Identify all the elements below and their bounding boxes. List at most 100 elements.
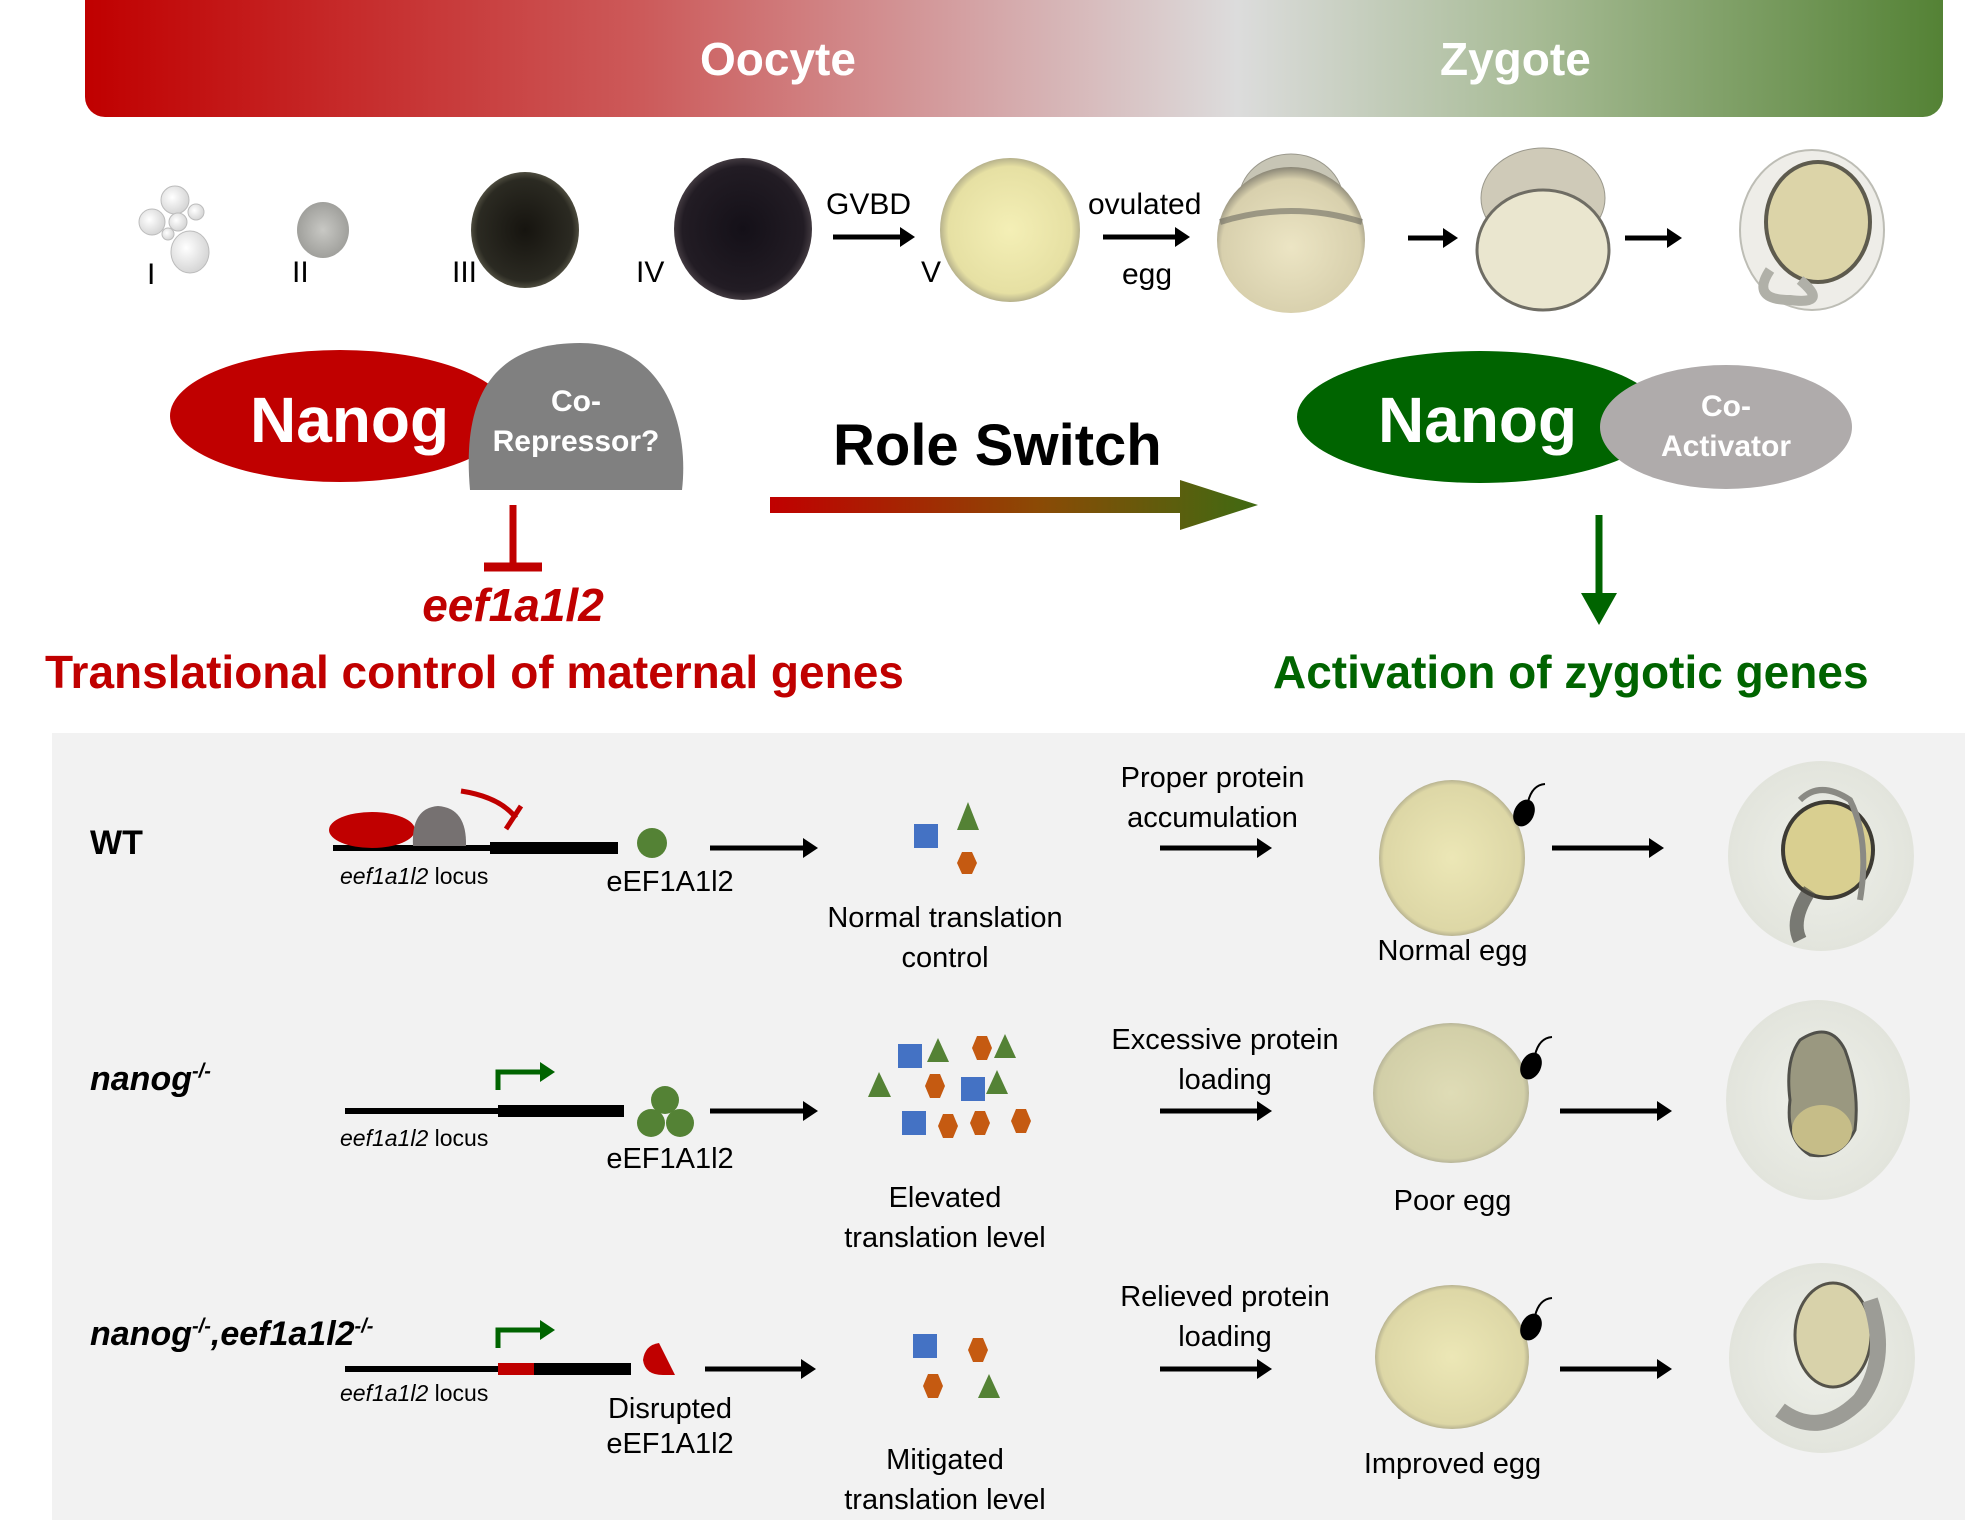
double-mutant-locus-label: eef1a1l2 locus: [340, 1380, 488, 1407]
nanog-mutant-protein-label: Excessive protein loading: [1080, 1020, 1370, 1100]
genotype-label-wt-text: WT: [90, 824, 143, 862]
double-mutant-product-line2: eEF1A1l2: [606, 1428, 734, 1460]
oocyte-zygote-banner: [85, 0, 1943, 117]
double-mutant-product-label: Disrupted eEF1A1l2: [580, 1392, 760, 1462]
wt-egg-label: Normal egg: [1377, 935, 1528, 967]
coactivator-label-line1: Co-: [1701, 390, 1751, 423]
nanog-mutant-locus-label: eef1a1l2 locus: [340, 1125, 488, 1152]
stage-label-iv: IV: [636, 256, 665, 289]
nanog-mutant-eef1a1l2-proteins: [637, 1086, 694, 1137]
coactivator-label: Co- Activator: [1626, 387, 1826, 467]
wt-repression-arc: [460, 788, 518, 820]
stage-iv-oocyte-image: [674, 158, 812, 300]
genotype-label-double-nanog-sup: -/-: [191, 1315, 211, 1338]
double-mutant-locus-gene: eef1a1l2: [340, 1380, 429, 1406]
genotype-label-double-mutant: nanog-/-,eef1a1l2-/-: [90, 1315, 373, 1354]
nanog-mutant-translation-label: Elevated translation level: [800, 1178, 1090, 1258]
role-switch-arrow: [770, 480, 1258, 530]
stage-label-iii: III: [452, 256, 478, 289]
improved-egg-image: [1375, 1285, 1529, 1429]
double-mutant-locus-suffix: locus: [428, 1380, 489, 1406]
role-switch-label: Role Switch: [833, 413, 1162, 478]
nanog-activator-shape: [1297, 351, 1663, 483]
nanog-mutant-embryo-image: [1726, 1000, 1910, 1200]
double-mutant-disrupted-region: [498, 1363, 534, 1375]
wt-translation-line1: Normal translation: [827, 902, 1063, 934]
nanog-mutant-translation-line1: Elevated: [888, 1182, 1002, 1214]
zygotic-caption: Activation of zygotic genes: [1273, 646, 1869, 698]
genotype-label-nanog-text: nanog: [90, 1060, 192, 1098]
wt-protein-label: Proper protein accumulation: [1080, 758, 1345, 838]
nanog-repressor-shape: [170, 350, 510, 482]
double-mutant-translation-label: Mitigated translation level: [800, 1440, 1090, 1520]
stage-ii-oocyte-image: [297, 202, 349, 258]
coactivator-shape: [1600, 365, 1852, 489]
nanog-mutant-tss-arrow: [495, 1062, 555, 1090]
nanog-mutant-protein-line2: loading: [1178, 1064, 1272, 1096]
wt-locus-suffix: locus: [428, 863, 489, 889]
wt-corepressor-shape: [412, 806, 467, 846]
genotype-label-double-eef-sup: -/-: [354, 1315, 374, 1338]
double-mutant-product-line1: Disrupted: [607, 1393, 733, 1425]
wt-nanog-shape: [329, 812, 415, 848]
banner-zygote-label: Zygote: [1440, 33, 1591, 85]
activation-arrow-head: [1581, 593, 1617, 625]
wt-embryo-image: [1728, 761, 1914, 951]
corepressor-shape: [468, 343, 684, 490]
nanog-mutant-product-label: eEF1A1l2: [606, 1143, 734, 1175]
double-mutant-hexagon-protein-1: [968, 1338, 988, 1362]
double-mutant-triangle-protein: [978, 1374, 1000, 1398]
double-mutant-embryo-image: [1729, 1263, 1915, 1453]
wt-eef1a1l2-protein: [637, 828, 667, 858]
double-mutant-egg-label: Improved egg: [1363, 1448, 1542, 1480]
double-mutant-translation-line2: translation level: [844, 1484, 1046, 1516]
wt-normal-egg-image: [1379, 780, 1525, 936]
disrupted-eef1a1l2-protein: [643, 1343, 675, 1375]
wt-translation-line2: control: [901, 942, 989, 974]
double-mutant-protein-line2: loading: [1178, 1321, 1272, 1353]
wt-locus-gene: eef1a1l2: [340, 863, 429, 889]
corepressor-label-line1: Co-: [551, 385, 601, 418]
nanog-mutant-sperm-icon: [1520, 1052, 1542, 1080]
nanog-repressor-label: Nanog: [250, 384, 450, 456]
nanog-mutant-protein-line1: Excessive protein: [1111, 1024, 1339, 1056]
stage-label-ii: II: [292, 256, 309, 289]
wt-product-label: eEF1A1l2: [606, 866, 734, 898]
double-mutant-protein-label: Relieved protein loading: [1080, 1277, 1370, 1357]
nanog-mutant-locus: [345, 1062, 624, 1117]
egg-label: egg: [1122, 258, 1173, 291]
stage-label-i: I: [147, 258, 156, 291]
banner-oocyte-label: Oocyte: [700, 33, 856, 85]
blastula-image: [1475, 147, 1611, 312]
wt-locus-label: eef1a1l2 locus: [340, 863, 488, 890]
stage-i-oocytes-image: [138, 185, 210, 274]
genotype-label-double-nanog-text: nanog: [90, 1315, 192, 1353]
genotype-label-nanog-mutant: nanog-/-: [90, 1060, 211, 1099]
wt-hexagon-protein: [957, 852, 977, 874]
double-mutant-square-protein: [913, 1334, 937, 1358]
double-mutant-translation-line1: Mitigated: [886, 1444, 1004, 1476]
poor-egg-image: [1373, 1023, 1529, 1163]
nanog-mutant-locus-gene: eef1a1l2: [340, 1125, 429, 1151]
wt-protein-line2: accumulation: [1127, 802, 1298, 834]
double-mutant-sperm-icon: [1520, 1313, 1542, 1341]
wt-locus: [329, 788, 618, 854]
corepressor-label-line2: Repressor?: [492, 425, 660, 458]
genotype-label-wt: WT: [90, 824, 143, 863]
ovulated-label: ovulated: [1088, 188, 1202, 221]
wt-sperm-icon: [1513, 799, 1535, 827]
genotype-comparison-panel: [52, 733, 1965, 1520]
wt-triangle-protein: [957, 802, 979, 830]
nanog-mutant-locus-suffix: locus: [428, 1125, 489, 1151]
stage-label-v: V: [921, 256, 942, 289]
nanog-mutant-elevated-proteins: [868, 1034, 1031, 1138]
double-mutant-locus: [345, 1320, 631, 1375]
nanog-activator-label: Nanog: [1378, 384, 1578, 456]
genotype-label-nanog-sup: -/-: [191, 1060, 211, 1083]
double-mutant-tss-arrow: [495, 1320, 555, 1348]
corepressor-label: Co- Repressor?: [470, 382, 682, 462]
stage-iii-oocyte-image: [471, 172, 579, 288]
wt-square-protein: [914, 824, 938, 848]
